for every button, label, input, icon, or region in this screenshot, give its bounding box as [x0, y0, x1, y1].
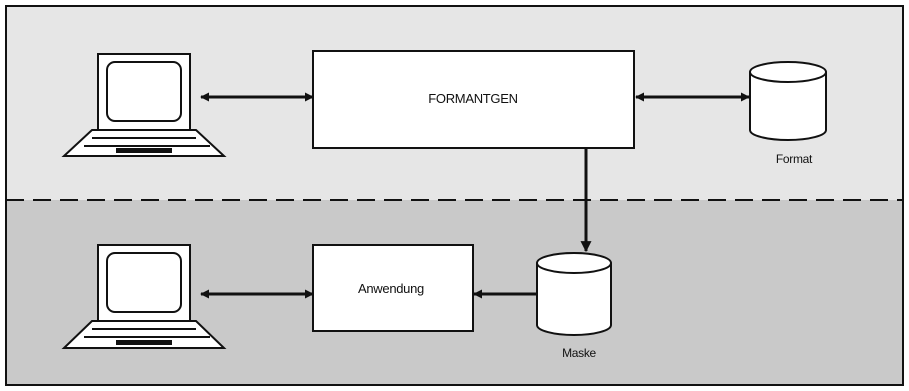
terminal-icon — [61, 244, 227, 349]
formantgen-box: FORMANTGEN — [312, 50, 635, 149]
anwendung-label: Anwendung — [358, 281, 424, 296]
database-icon — [749, 61, 827, 141]
format-label: Format — [776, 152, 813, 166]
maske-label: Maske — [562, 346, 596, 360]
database-icon — [536, 252, 612, 336]
anwendung-box: Anwendung — [312, 244, 474, 332]
terminal-icon — [61, 53, 227, 157]
formantgen-label: FORMANTGEN — [428, 91, 517, 106]
diagram-frame — [5, 5, 904, 386]
